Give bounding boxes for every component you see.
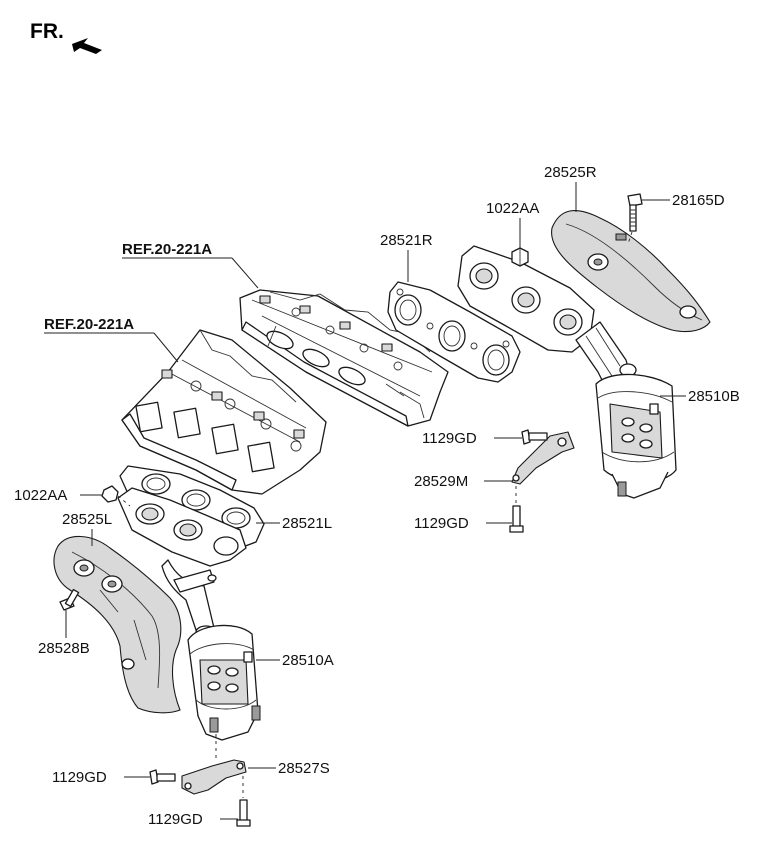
label-28510a: 28510A: [282, 652, 334, 669]
ref-upper: REF.20-221A: [122, 241, 259, 289]
bolt-1129gd-left-lower: [236, 799, 251, 827]
label-28525r: 28525R: [544, 164, 597, 181]
bolt-1129gd-right-upper: [521, 429, 548, 445]
heat-protector-left: [53, 535, 182, 714]
label-1022aa-right: 1022AA: [486, 200, 539, 217]
front-arrow-icon: [72, 38, 102, 54]
bolt-28528b: [59, 588, 80, 611]
bracket-28527s: [181, 759, 247, 795]
label-1022aa-left: 1022AA: [14, 487, 67, 504]
label-28165d: 28165D: [672, 192, 725, 209]
label-28525l: 28525L: [62, 511, 112, 528]
ref-upper-label: REF.20-221A: [122, 241, 212, 258]
cylinder-head-right: [239, 289, 449, 427]
ref-lower-label: REF.20-221A: [44, 316, 134, 333]
bolt-1129gd-right-lower: [509, 505, 524, 533]
label-1129gd-right-upper: 1129GD: [422, 430, 477, 447]
label-1129gd-left-lower: 1129GD: [148, 811, 203, 828]
label-28529m: 28529M: [414, 473, 468, 490]
label-28521r: 28521R: [380, 232, 433, 249]
label-1129gd-right-lower: 1129GD: [414, 515, 469, 532]
gasket-right: [387, 281, 521, 383]
front-indicator: FR.: [30, 20, 102, 54]
label-28528b: 28528B: [38, 640, 90, 657]
bolt-1129gd-left-upper: [149, 769, 176, 785]
nut-1022aa-left: [101, 485, 119, 503]
bracket-28529m: [511, 431, 575, 485]
alignment-line: [117, 495, 131, 507]
bolt-28165d: [627, 193, 643, 232]
catalytic-converter-a: [187, 624, 261, 741]
label-28510b: 28510B: [688, 388, 740, 405]
catalytic-converter-b: [595, 373, 677, 499]
front-indicator-label: FR.: [30, 20, 64, 43]
label-28527s: 28527S: [278, 760, 330, 777]
label-1129gd-left-upper: 1129GD: [52, 769, 107, 786]
ref-lower: REF.20-221A: [44, 316, 179, 363]
exhaust-manifold-left: [117, 487, 247, 639]
heat-protector-right: [551, 210, 711, 333]
nut-1022aa-right: [511, 247, 529, 267]
alignment-line: [627, 231, 633, 245]
label-28521l: 28521L: [282, 515, 332, 532]
cylinder-head-left: [121, 329, 327, 495]
